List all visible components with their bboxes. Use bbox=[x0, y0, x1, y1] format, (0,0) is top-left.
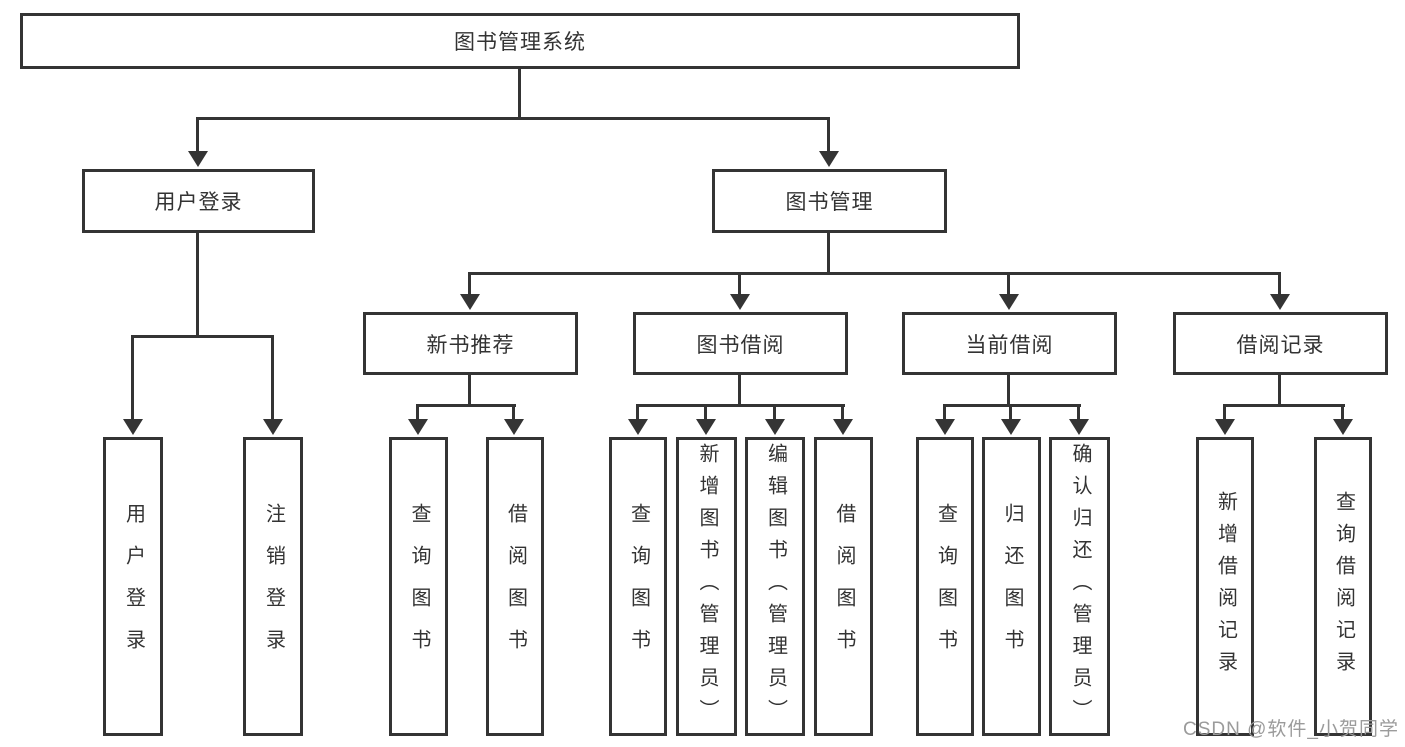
connector bbox=[468, 272, 471, 294]
leaf-label: 查询图书 bbox=[934, 502, 957, 671]
leaf-user-login: 用户登录 bbox=[103, 437, 163, 736]
connector bbox=[1007, 272, 1010, 294]
leaf-return-books: 归还图书 bbox=[982, 437, 1041, 736]
arrowhead-icon bbox=[628, 419, 648, 435]
arrowhead-icon bbox=[1001, 419, 1021, 435]
arrowhead-icon bbox=[765, 419, 785, 435]
connector bbox=[512, 404, 515, 421]
node-root: 图书管理系统 bbox=[20, 13, 1020, 69]
leaf-query-books: 查询图书 bbox=[916, 437, 974, 736]
connector bbox=[1007, 375, 1010, 407]
connector bbox=[1009, 404, 1012, 421]
node-book-management: 图书管理 bbox=[712, 169, 947, 233]
node-user-login: 用户登录 bbox=[82, 169, 315, 233]
leaf-borrow-books: 借阅图书 bbox=[486, 437, 544, 736]
connector bbox=[943, 404, 946, 421]
leaf-label: 查询借阅记录 bbox=[1332, 490, 1355, 683]
leaf-edit-books-admin: 编辑图书（管理员） bbox=[745, 437, 805, 736]
connector bbox=[1223, 404, 1226, 421]
node-label: 图书借阅 bbox=[696, 333, 785, 357]
connector bbox=[416, 404, 516, 407]
arrowhead-icon bbox=[263, 419, 283, 435]
arrowhead-icon bbox=[1333, 419, 1353, 435]
arrowhead-icon bbox=[819, 151, 839, 167]
connector bbox=[518, 69, 521, 117]
leaf-query-borrow-record: 查询借阅记录 bbox=[1314, 437, 1372, 736]
connector bbox=[1223, 404, 1345, 407]
connector bbox=[841, 404, 844, 421]
node-book-borrow: 图书借阅 bbox=[633, 312, 848, 375]
connector bbox=[827, 117, 830, 153]
node-label: 借阅记录 bbox=[1236, 333, 1325, 357]
connector bbox=[416, 404, 419, 421]
leaf-label: 新增图书（管理员） bbox=[696, 442, 718, 731]
connector bbox=[271, 335, 274, 419]
leaf-label: 查询图书 bbox=[627, 502, 650, 671]
arrowhead-icon bbox=[1215, 419, 1235, 435]
arrowhead-icon bbox=[1270, 294, 1290, 310]
leaf-borrow-books: 借阅图书 bbox=[814, 437, 873, 736]
leaf-label: 用户登录 bbox=[122, 502, 145, 671]
node-label: 图书管理 bbox=[785, 191, 874, 214]
node-label: 当前借阅 bbox=[965, 333, 1054, 357]
leaf-query-books: 查询图书 bbox=[389, 437, 448, 736]
connector bbox=[636, 404, 639, 421]
arrowhead-icon bbox=[504, 419, 524, 435]
arrowhead-icon bbox=[935, 419, 955, 435]
connector bbox=[196, 117, 830, 120]
leaf-confirm-return-admin: 确认归还（管理员） bbox=[1049, 437, 1110, 736]
arrowhead-icon bbox=[123, 419, 143, 435]
node-label: 新书推荐 bbox=[426, 333, 515, 357]
connector bbox=[131, 335, 274, 338]
connector bbox=[131, 335, 134, 419]
leaf-query-books: 查询图书 bbox=[609, 437, 667, 736]
connector bbox=[738, 375, 741, 407]
leaf-logout: 注销登录 bbox=[243, 437, 303, 736]
arrowhead-icon bbox=[408, 419, 428, 435]
connector bbox=[773, 404, 776, 421]
connector bbox=[827, 233, 830, 272]
connector bbox=[738, 272, 741, 294]
watermark: CSDN @软件_小贺同学 bbox=[1183, 719, 1399, 740]
leaf-label: 归还图书 bbox=[1001, 502, 1023, 671]
connector bbox=[196, 117, 199, 153]
arrowhead-icon bbox=[730, 294, 750, 310]
arrowhead-icon bbox=[460, 294, 480, 310]
connector bbox=[636, 404, 845, 407]
leaf-add-borrow-record: 新增借阅记录 bbox=[1196, 437, 1254, 736]
leaf-add-books-admin: 新增图书（管理员） bbox=[676, 437, 737, 736]
arrowhead-icon bbox=[833, 419, 853, 435]
connector bbox=[468, 375, 471, 407]
leaf-label: 确认归还（管理员） bbox=[1069, 442, 1091, 731]
arrowhead-icon bbox=[999, 294, 1019, 310]
leaf-label: 借阅图书 bbox=[504, 502, 527, 671]
connector bbox=[468, 272, 1281, 275]
connector bbox=[704, 404, 707, 421]
leaf-label: 新增借阅记录 bbox=[1214, 490, 1237, 683]
leaf-label: 编辑图书（管理员） bbox=[764, 442, 787, 731]
connector bbox=[943, 404, 1081, 407]
leaf-label: 注销登录 bbox=[262, 502, 285, 671]
node-current-borrow: 当前借阅 bbox=[902, 312, 1117, 375]
arrowhead-icon bbox=[1069, 419, 1089, 435]
connector bbox=[1278, 272, 1281, 294]
connector bbox=[1341, 404, 1344, 421]
connector bbox=[196, 233, 199, 335]
node-borrow-records: 借阅记录 bbox=[1173, 312, 1388, 375]
leaf-label: 借阅图书 bbox=[833, 502, 855, 671]
node-root-label: 图书管理系统 bbox=[454, 31, 586, 54]
connector bbox=[1278, 375, 1281, 407]
node-new-book-recommend: 新书推荐 bbox=[363, 312, 578, 375]
arrowhead-icon bbox=[188, 151, 208, 167]
arrowhead-icon bbox=[696, 419, 716, 435]
connector bbox=[1077, 404, 1080, 421]
leaf-label: 查询图书 bbox=[408, 502, 430, 671]
node-label: 用户登录 bbox=[154, 191, 243, 214]
